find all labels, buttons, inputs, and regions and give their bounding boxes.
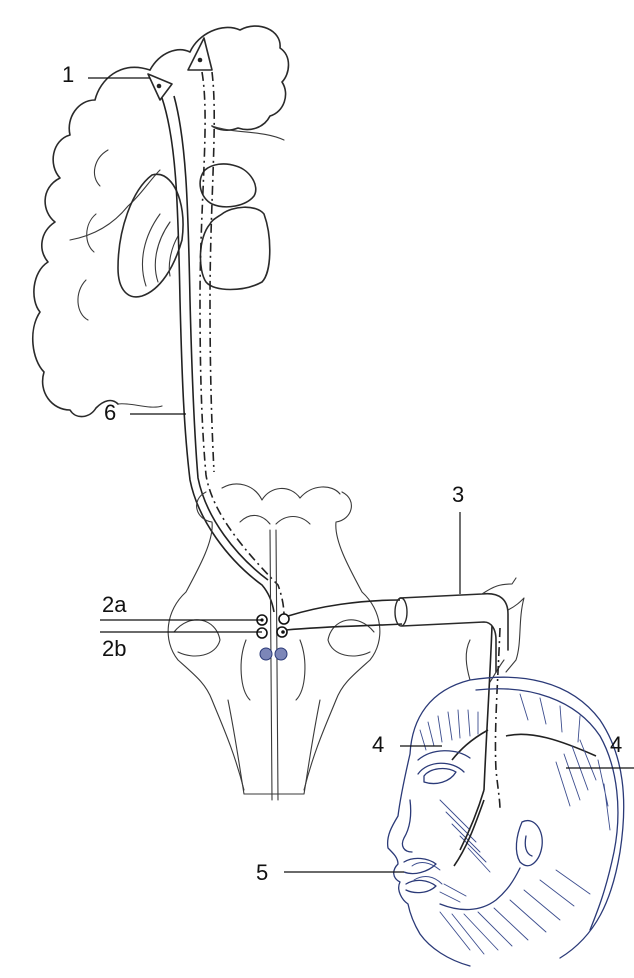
neck-strokes xyxy=(439,869,591,955)
skull-inner-outline xyxy=(475,688,619,931)
label-2b: 2b xyxy=(102,636,126,661)
inner-gyrus-1 xyxy=(93,149,109,187)
brain-section xyxy=(31,25,290,418)
nucleus-dot-right xyxy=(281,630,285,634)
lateral-fissure xyxy=(69,169,161,241)
labels: 1 6 3 2a 2b 4 4 5 xyxy=(62,62,622,885)
corticobulbar-tracts xyxy=(161,71,285,617)
tract-dashed xyxy=(199,71,285,617)
nucleus-2a-right xyxy=(278,613,290,625)
face-profile xyxy=(386,676,625,967)
brainstem-top-lobes xyxy=(221,483,341,525)
neuron-nucleus-right xyxy=(197,57,203,63)
frontalis-muscle-strokes xyxy=(419,709,479,751)
putamen-striations xyxy=(141,213,179,287)
eyebrow xyxy=(417,750,471,761)
cheek-muscle-strokes xyxy=(439,799,491,873)
label-2a: 2a xyxy=(102,592,127,617)
temporal-branch-left xyxy=(451,729,489,761)
olive-left xyxy=(240,639,251,701)
cerebellar-peduncle-left xyxy=(173,619,221,657)
cerebral-hemisphere-outline xyxy=(31,66,151,418)
nerve-descent-solid xyxy=(483,625,493,791)
label-4-right: 4 xyxy=(610,732,622,757)
nerve-root-lower xyxy=(285,623,403,631)
orbicularis-oris-strokes xyxy=(411,862,467,903)
nose xyxy=(401,799,413,853)
leader-lines xyxy=(88,77,634,873)
brainstem-outline-left xyxy=(167,491,245,791)
olive-right xyxy=(295,639,306,701)
temporal-branch-right xyxy=(505,733,597,757)
internal-capsule-left xyxy=(117,173,184,298)
inner-gyrus-3 xyxy=(77,279,89,321)
label-1: 1 xyxy=(62,62,74,87)
nucleus-2b-left xyxy=(256,627,268,639)
thalamus-upper xyxy=(199,163,257,208)
pyramidal-neuron-left xyxy=(147,73,173,101)
neuron-nucleus-left xyxy=(156,83,162,89)
label-6: 6 xyxy=(104,400,116,425)
brainstem-midline xyxy=(269,529,279,801)
tract-solid xyxy=(161,97,275,613)
hemisphere-bottom-line xyxy=(117,403,163,408)
nucleus-2b-right xyxy=(276,626,288,638)
cerebellar-peduncle-right xyxy=(327,619,375,657)
pyramidal-neuron-right xyxy=(187,37,213,71)
nerve-descent-outline xyxy=(465,639,505,683)
nerve-branch-top xyxy=(481,577,525,673)
inner-gyrus-2 xyxy=(86,213,97,253)
tract-solid-inner xyxy=(173,95,269,581)
nerve-cut-end xyxy=(394,597,408,627)
lips xyxy=(403,857,437,894)
hypoglossal-nucleus-right xyxy=(274,647,288,661)
thalamus-lower xyxy=(199,206,271,291)
hemisphere-top-outline xyxy=(149,25,290,131)
label-3: 3 xyxy=(452,482,464,507)
facial-nuclei xyxy=(256,613,290,661)
facial-nerve xyxy=(285,577,597,811)
head-outline xyxy=(386,676,625,967)
sulcus-line xyxy=(211,125,285,141)
jaw-line xyxy=(439,867,521,911)
eye-outline xyxy=(417,762,465,785)
upper-motor-neurons xyxy=(147,37,213,101)
medulla-taper xyxy=(227,699,321,795)
nerve-descent-dashed xyxy=(494,627,501,811)
temporalis-muscle-strokes xyxy=(555,739,611,831)
brainstem xyxy=(167,483,381,801)
lower-face-nerve-branches xyxy=(453,789,485,867)
hypoglossal-nucleus-left xyxy=(259,647,273,661)
label-5: 5 xyxy=(256,860,268,885)
ear xyxy=(515,820,543,867)
brainstem-outline-right xyxy=(303,491,381,791)
scalp-strokes xyxy=(519,693,581,743)
label-4-left: 4 xyxy=(372,732,384,757)
tract-dashed-inner xyxy=(209,71,216,473)
nerve-root-upper xyxy=(287,599,401,617)
